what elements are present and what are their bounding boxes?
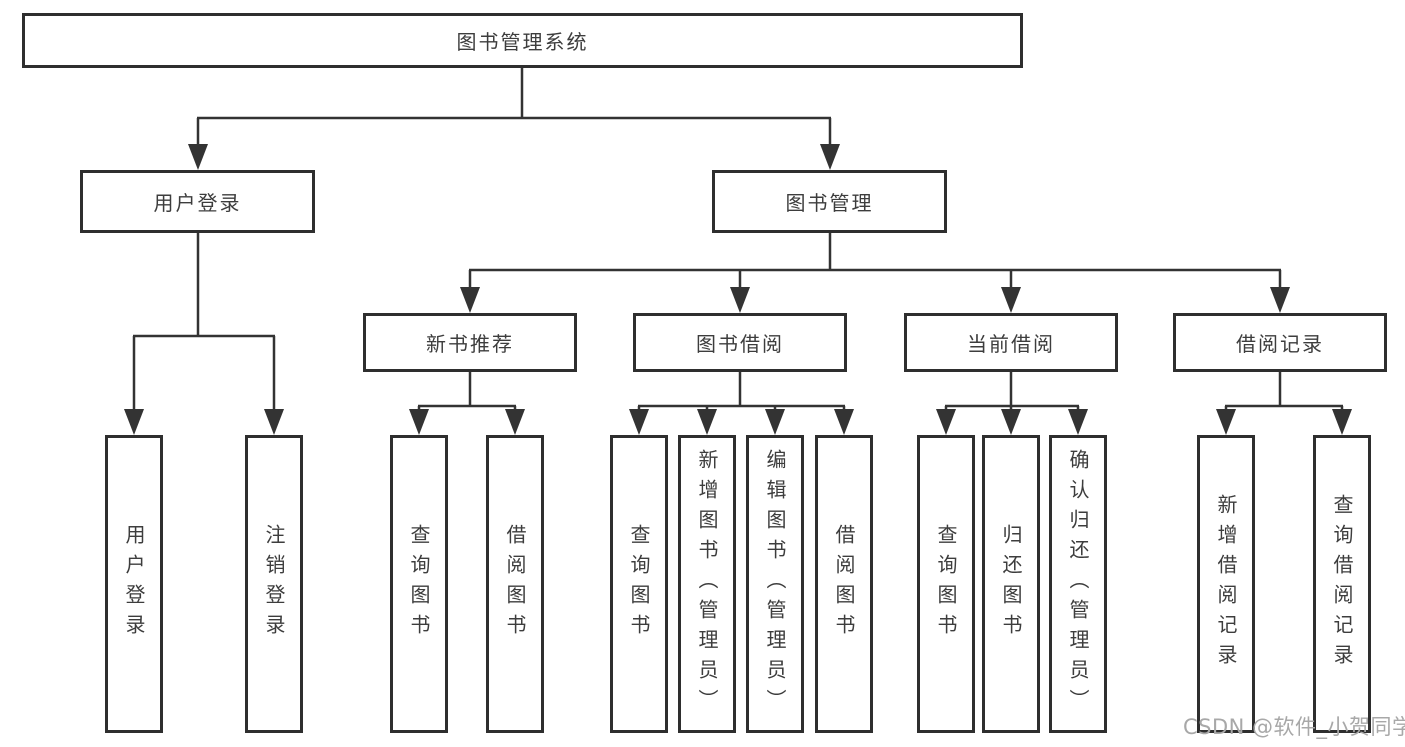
node-current-borrowing-label: 当前借阅 bbox=[967, 332, 1055, 356]
node-borrowing-records: 借阅记录 bbox=[1173, 313, 1387, 372]
node-user-login-label: 用户登录 bbox=[153, 191, 242, 215]
node-root: 图书管理系统 bbox=[22, 13, 1023, 68]
node-leaf-add-book-admin: 新增图书（管理员） bbox=[678, 435, 736, 733]
node-leaf-borrow-books-borrowing-label: 借阅图书 bbox=[832, 524, 856, 644]
node-leaf-confirm-return-admin: 确认归还（管理员） bbox=[1049, 435, 1107, 733]
node-leaf-query-books-recommend: 查询图书 bbox=[390, 435, 448, 733]
node-book-management-label: 图书管理 bbox=[785, 191, 874, 215]
node-leaf-logout-label: 注销登录 bbox=[262, 524, 286, 644]
node-book-borrowing: 图书借阅 bbox=[633, 313, 847, 372]
node-leaf-borrow-books-recommend: 借阅图书 bbox=[486, 435, 544, 733]
node-leaf-logout: 注销登录 bbox=[245, 435, 303, 733]
node-leaf-return-book: 归还图书 bbox=[982, 435, 1040, 733]
node-new-book-recommend-label: 新书推荐 bbox=[426, 332, 514, 356]
node-leaf-login-label: 用户登录 bbox=[122, 524, 146, 644]
node-leaf-query-books-current-label: 查询图书 bbox=[934, 524, 958, 644]
node-leaf-query-books-recommend-label: 查询图书 bbox=[407, 524, 431, 644]
node-new-book-recommend: 新书推荐 bbox=[363, 313, 577, 372]
node-current-borrowing: 当前借阅 bbox=[904, 313, 1118, 372]
node-borrowing-records-label: 借阅记录 bbox=[1236, 332, 1324, 356]
node-leaf-add-borrow-record-label: 新增借阅记录 bbox=[1214, 494, 1238, 674]
node-book-borrowing-label: 图书借阅 bbox=[696, 332, 784, 356]
node-leaf-confirm-return-admin-label: 确认归还（管理员） bbox=[1066, 449, 1090, 719]
node-root-label: 图书管理系统 bbox=[456, 30, 589, 54]
node-leaf-borrow-books-recommend-label: 借阅图书 bbox=[503, 524, 527, 644]
node-book-management: 图书管理 bbox=[712, 170, 947, 233]
node-leaf-add-book-admin-label: 新增图书（管理员） bbox=[695, 449, 719, 719]
node-leaf-login: 用户登录 bbox=[105, 435, 163, 733]
node-user-login: 用户登录 bbox=[80, 170, 315, 233]
node-leaf-borrow-books-borrowing: 借阅图书 bbox=[815, 435, 873, 733]
node-leaf-query-borrow-record: 查询借阅记录 bbox=[1313, 435, 1371, 733]
node-leaf-query-borrow-record-label: 查询借阅记录 bbox=[1330, 494, 1354, 674]
node-leaf-edit-book-admin-label: 编辑图书（管理员） bbox=[763, 449, 787, 719]
node-leaf-query-books-current: 查询图书 bbox=[917, 435, 975, 733]
node-leaf-return-book-label: 归还图书 bbox=[999, 524, 1023, 644]
watermark: CSDN @软件_小贺同学 bbox=[1183, 715, 1405, 739]
node-leaf-add-borrow-record: 新增借阅记录 bbox=[1197, 435, 1255, 733]
node-leaf-query-books-borrowing: 查询图书 bbox=[610, 435, 668, 733]
node-leaf-edit-book-admin: 编辑图书（管理员） bbox=[746, 435, 804, 733]
node-leaf-query-books-borrowing-label: 查询图书 bbox=[627, 524, 651, 644]
